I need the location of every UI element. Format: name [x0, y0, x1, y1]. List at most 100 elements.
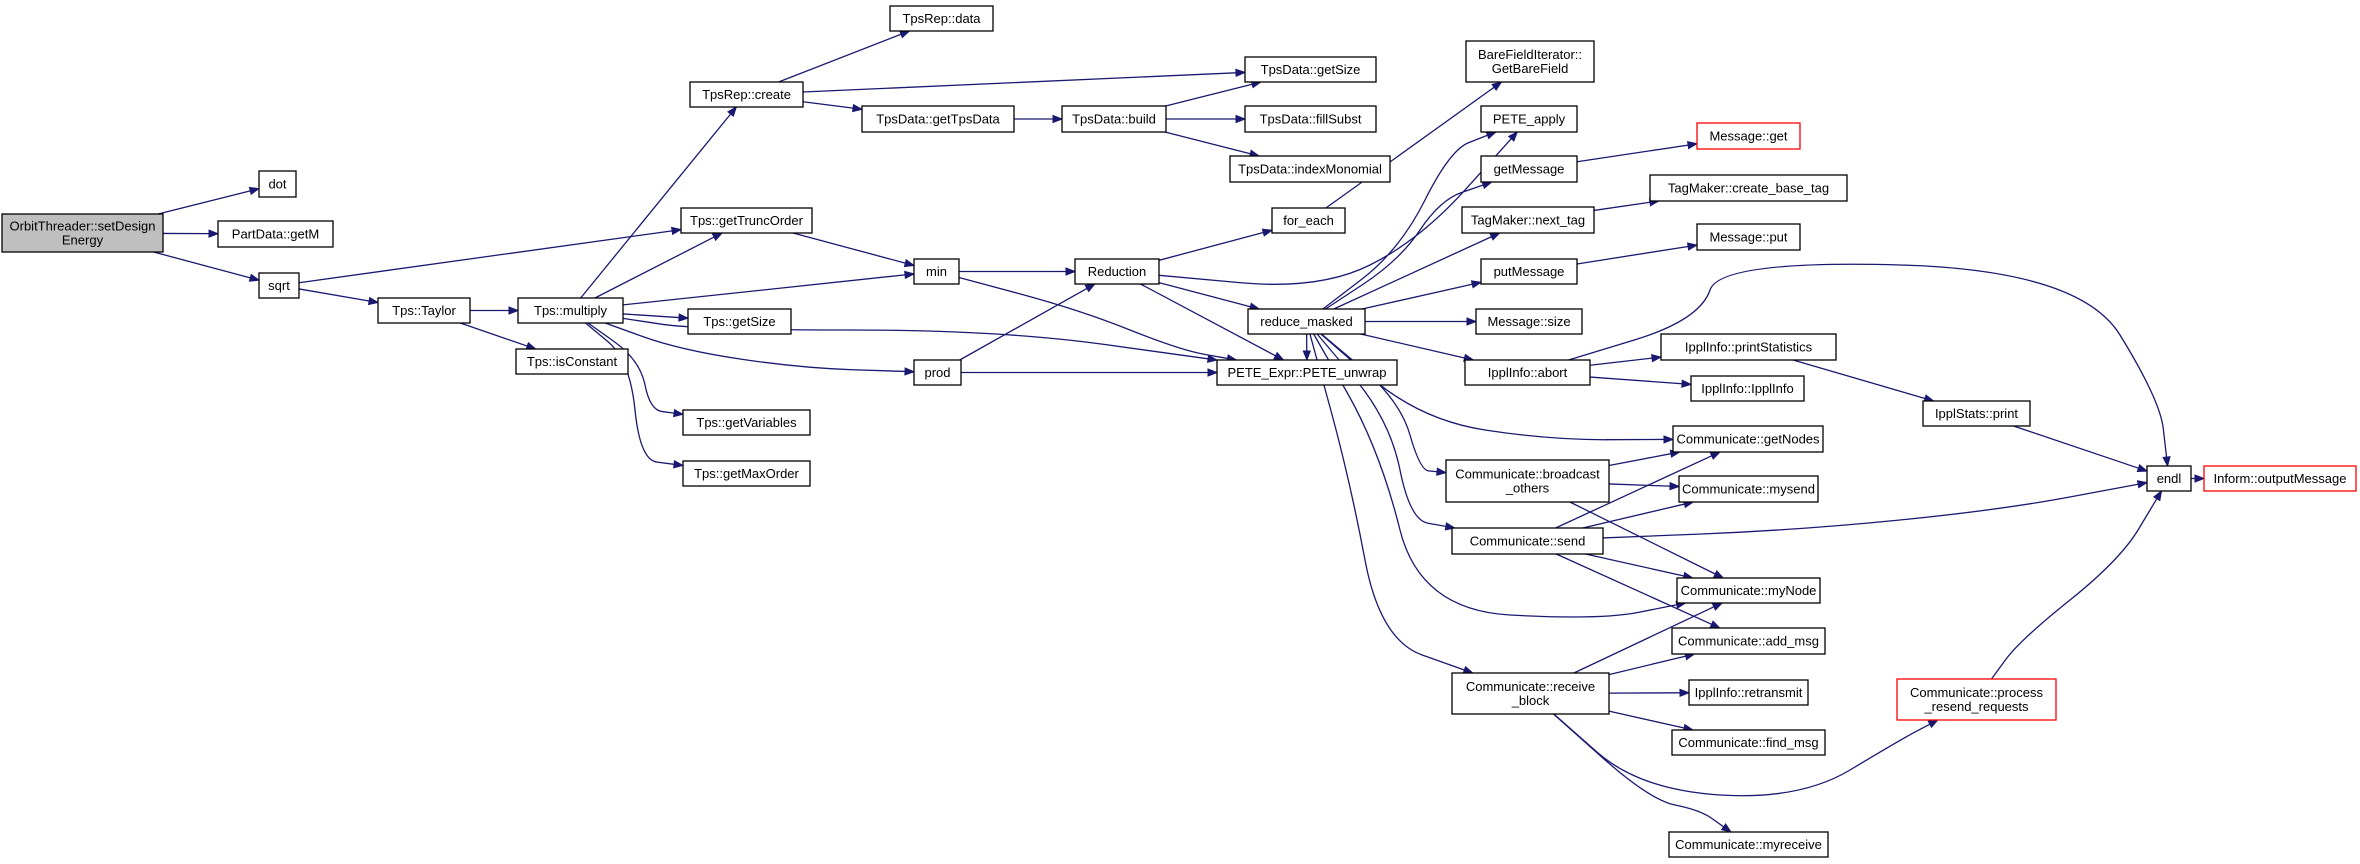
- arrowhead-icon: [671, 226, 683, 236]
- node-label: PETE_Expr::PETE_unwrap: [1228, 365, 1387, 380]
- node-mysend[interactable]: Communicate::mysend: [1678, 475, 1819, 503]
- arrowhead-icon: [673, 408, 685, 418]
- node-box: [682, 409, 811, 436]
- arrowhead-icon: [2136, 464, 2149, 473]
- node-peteApply[interactable]: PETE_apply: [1480, 105, 1578, 133]
- node-getTpsData[interactable]: TpsData::getTpsData: [861, 105, 1015, 133]
- node-box: [1074, 258, 1160, 285]
- node-multiply[interactable]: Tps::multiply: [517, 297, 624, 324]
- node-addMsg[interactable]: Communicate::add_msg: [1671, 627, 1826, 655]
- node-fillSubst[interactable]: TpsData::fillSubst: [1244, 105, 1377, 133]
- arrowhead-icon: [1261, 228, 1274, 237]
- edge-getTruncOrder-to-min: [792, 232, 916, 268]
- node-ipplInfo[interactable]: IpplInfo::IpplInfo: [1690, 375, 1805, 402]
- node-tdGetSize[interactable]: TpsData::getSize: [1244, 56, 1377, 83]
- node-min[interactable]: min: [913, 258, 960, 285]
- node-findMsg[interactable]: Communicate::find_msg: [1671, 729, 1826, 756]
- node-tpsrepData[interactable]: TpsRep::data: [889, 5, 994, 32]
- arrowhead-icon: [248, 186, 261, 196]
- arrowhead-icon: [1489, 232, 1501, 241]
- edge-build-to-indexMonomial: [1164, 131, 1261, 158]
- arrowhead-icon: [1491, 81, 1503, 91]
- arrowhead-icon: [1436, 467, 1448, 476]
- edge-reduction-to-peteApply: [1158, 130, 1519, 285]
- node-msgGet[interactable]: Message::get: [1696, 122, 1801, 150]
- node-receiveBlock[interactable]: Communicate::receive_block: [1451, 672, 1610, 715]
- node-tpsrepCreate[interactable]: TpsRep::create: [689, 81, 804, 108]
- node-label: Tps::Taylor: [392, 303, 456, 318]
- node-dot[interactable]: dot: [258, 170, 297, 198]
- arrowhead-icon: [2152, 489, 2163, 502]
- node-msgPut[interactable]: Message::put: [1696, 223, 1801, 251]
- node-label: Communicate::add_msg: [1678, 634, 1819, 649]
- node-msgSize[interactable]: Message::size: [1475, 308, 1583, 335]
- node-createBaseTag[interactable]: TagMaker::create_base_tag: [1649, 174, 1848, 202]
- edge-receiveBlock-to-addMsg: [1608, 652, 1696, 676]
- edge-multiply-to-tpsrepCreate: [580, 105, 738, 299]
- node-box: [2203, 465, 2357, 492]
- node-box: [1671, 729, 1826, 756]
- node-label: TpsData::fillSubst: [1260, 112, 1362, 127]
- node-getNodes[interactable]: Communicate::getNodes: [1672, 425, 1824, 453]
- arrowhead-icon: [1709, 620, 1722, 629]
- node-forEach[interactable]: for_each: [1271, 207, 1346, 234]
- edge-abort-to-ipplInfo: [1589, 376, 1693, 388]
- node-retransmit[interactable]: IpplInfo::retransmit: [1688, 679, 1809, 706]
- node-myNode[interactable]: Communicate::myNode: [1676, 577, 1821, 604]
- node-prod[interactable]: prod: [913, 359, 962, 386]
- node-indexMonomial[interactable]: TpsData::indexMonomial: [1229, 155, 1391, 183]
- arrowhead-icon: [1681, 379, 1693, 388]
- node-myreceive[interactable]: Communicate::myreceive: [1668, 831, 1829, 858]
- node-bareField[interactable]: BareFieldIterator::GetBareField: [1465, 40, 1595, 83]
- node-peteUnwrap[interactable]: PETE_Expr::PETE_unwrap: [1216, 359, 1398, 386]
- node-outputMessage[interactable]: Inform::outputMessage: [2203, 465, 2357, 492]
- node-label: PETE_apply: [1493, 112, 1566, 127]
- node-box: [1696, 122, 1801, 150]
- node-label: Inform::outputMessage: [2214, 471, 2347, 486]
- node-taylor[interactable]: Tps::Taylor: [377, 297, 471, 324]
- arrowhead-icon: [1235, 68, 1247, 78]
- node-getTruncOrder[interactable]: Tps::getTruncOrder: [680, 207, 813, 234]
- node-nextTag[interactable]: TagMaker::next_tag: [1461, 206, 1595, 234]
- node-getMessage[interactable]: getMessage: [1480, 155, 1578, 183]
- node-endl[interactable]: endl: [2146, 465, 2192, 492]
- arrowhead-icon: [678, 313, 690, 322]
- node-printStatistics[interactable]: IpplInfo::printStatistics: [1660, 333, 1837, 361]
- node-send[interactable]: Communicate::send: [1451, 527, 1604, 555]
- node-box: [861, 105, 1015, 133]
- edge-tpsrepCreate-to-tdGetSize: [802, 68, 1247, 93]
- node-label: TpsRep::create: [702, 87, 791, 102]
- node-box: [1649, 174, 1848, 202]
- node-getM[interactable]: PartData::getM: [217, 220, 334, 248]
- node-box: [1696, 223, 1801, 251]
- node-sqrt[interactable]: sqrt: [258, 272, 300, 299]
- node-box: [1451, 672, 1610, 715]
- node-statsPrint[interactable]: IpplStats::print: [1922, 400, 2031, 427]
- node-label: IpplStats::print: [1935, 406, 2018, 421]
- node-putMessage[interactable]: putMessage: [1480, 258, 1578, 285]
- node-reduceMasked[interactable]: reduce_masked: [1247, 308, 1366, 335]
- edge-multiply-to-tpsGetSize: [622, 313, 690, 322]
- node-box: [1688, 679, 1809, 706]
- node-processResend[interactable]: Communicate::process_resend_requests: [1896, 678, 2057, 721]
- node-broadcast[interactable]: Communicate::broadcast_others: [1445, 459, 1610, 503]
- node-reduction[interactable]: Reduction: [1074, 258, 1160, 285]
- arrowhead-icon: [1507, 130, 1519, 142]
- node-isConstant[interactable]: Tps::isConstant: [515, 348, 629, 375]
- arrowhead-icon: [1711, 602, 1724, 611]
- arrowhead-icon: [711, 232, 724, 242]
- node-abort[interactable]: IpplInfo::abort: [1464, 359, 1591, 386]
- node-label: Communicate::send: [1470, 534, 1586, 549]
- node-tpsGetSize[interactable]: Tps::getSize: [687, 308, 792, 335]
- node-build[interactable]: TpsData::build: [1061, 105, 1167, 133]
- node-label: TpsData::indexMonomial: [1238, 162, 1382, 177]
- arrowhead-icon: [1207, 368, 1219, 377]
- node-label: Message::put: [1709, 230, 1787, 245]
- node-getMaxOrder[interactable]: Tps::getMaxOrder: [682, 460, 811, 487]
- node-getVariables[interactable]: Tps::getVariables: [682, 409, 811, 436]
- node-box: [1480, 155, 1578, 183]
- node-box: [1475, 308, 1583, 335]
- node-box: [258, 170, 297, 198]
